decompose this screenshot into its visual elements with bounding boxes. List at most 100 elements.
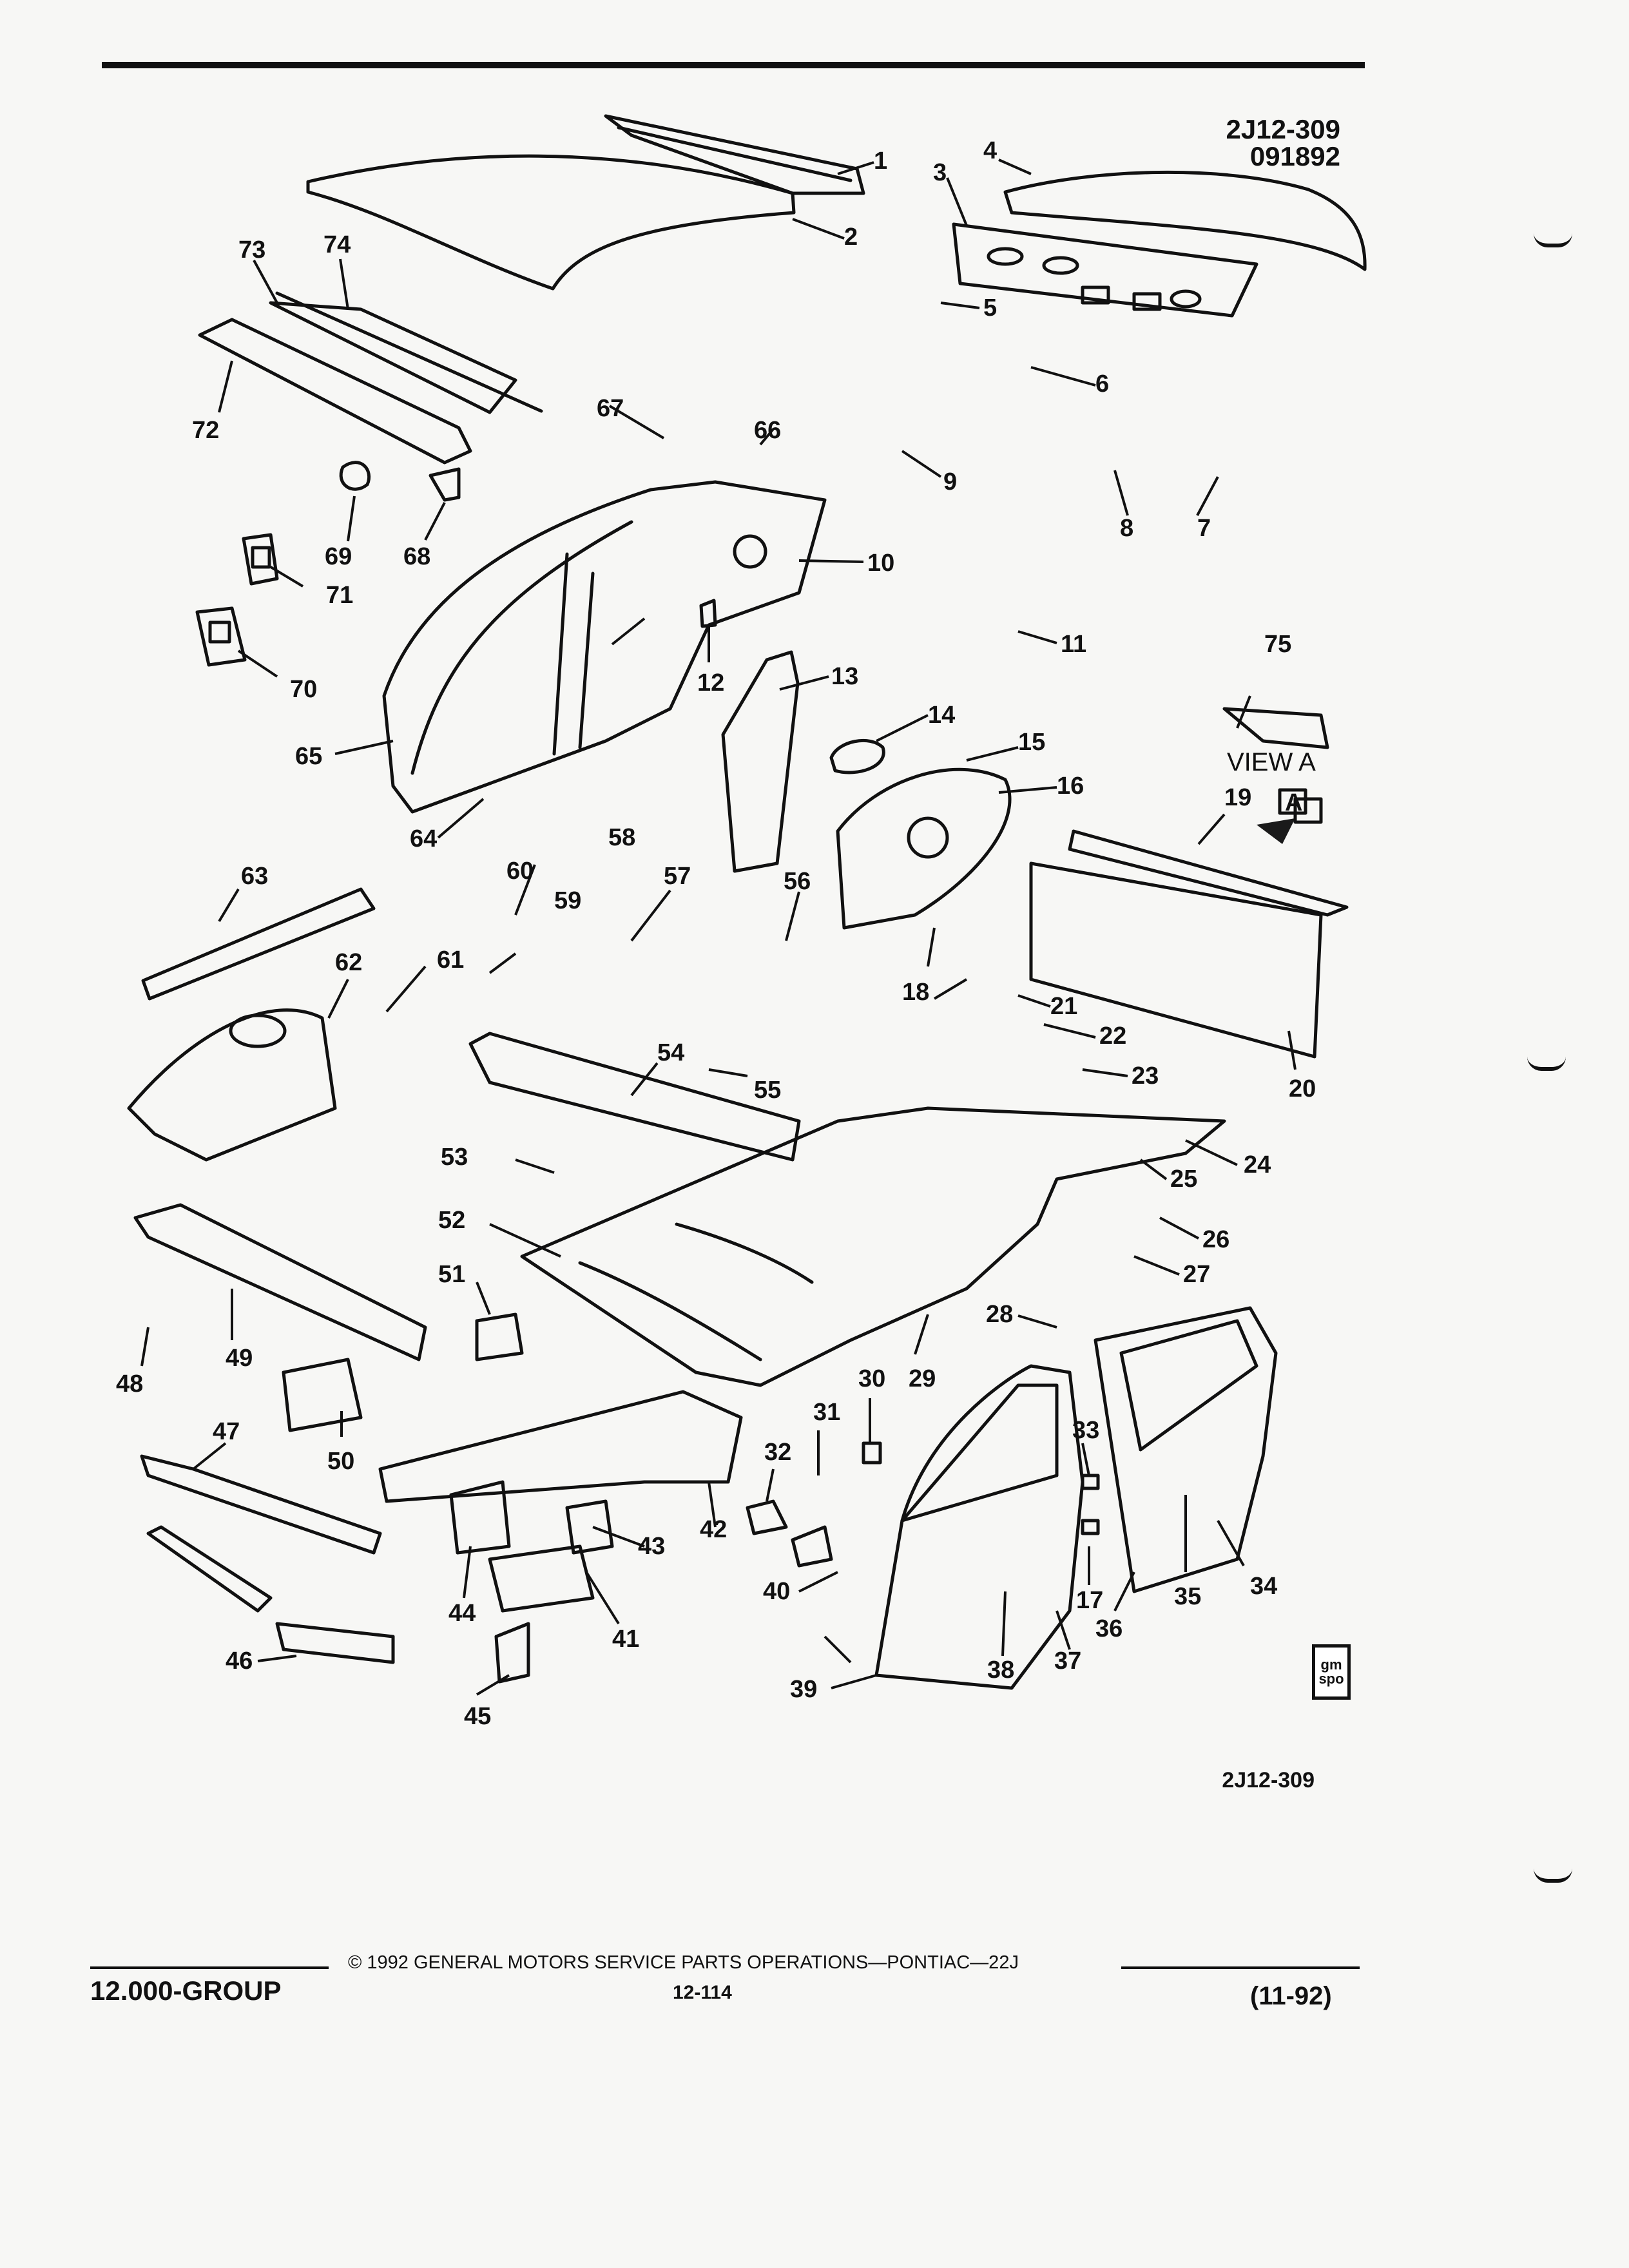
callout-44: 44	[448, 1600, 476, 1627]
view-a-marker: A	[1278, 788, 1307, 816]
callout-45: 45	[464, 1703, 491, 1730]
roof-panel	[306, 114, 865, 291]
footer-rule-left	[90, 1966, 329, 1969]
callout-73: 73	[238, 236, 265, 264]
footer-rule-right	[1121, 1966, 1360, 1969]
front-rail	[133, 1203, 427, 1361]
callout-38: 38	[987, 1657, 1014, 1684]
callout-32: 32	[764, 1439, 791, 1466]
callout-15: 15	[1018, 729, 1045, 756]
callout-57: 57	[664, 863, 691, 890]
rocker-panel	[141, 887, 376, 1001]
callout-41: 41	[612, 1626, 639, 1653]
callout-9: 9	[943, 468, 957, 495]
callout-8: 8	[1120, 515, 1133, 542]
callout-61: 61	[437, 947, 464, 974]
date-code: 091892	[1249, 141, 1340, 171]
callout-30: 30	[858, 1365, 885, 1392]
callout-43: 43	[638, 1533, 665, 1560]
callout-71: 71	[326, 582, 353, 609]
callout-36: 36	[1095, 1615, 1123, 1642]
callout-13: 13	[831, 663, 858, 690]
callout-42: 42	[700, 1516, 727, 1543]
center-pillar	[699, 599, 800, 873]
rear-rail	[378, 1390, 743, 1503]
callout-26: 26	[1202, 1226, 1229, 1253]
misc-small-parts	[282, 1312, 1100, 1684]
rear-end-panel	[1029, 707, 1349, 1059]
callout-48: 48	[116, 1370, 143, 1398]
callout-12: 12	[697, 669, 724, 697]
callout-7: 7	[1197, 515, 1211, 542]
callout-65: 65	[295, 743, 322, 770]
callout-39: 39	[790, 1676, 817, 1703]
callout-47: 47	[213, 1418, 240, 1445]
callout-52: 52	[438, 1207, 465, 1234]
view-a-marker-letter: A	[1285, 789, 1302, 816]
floor-pan	[520, 1106, 1226, 1387]
callout-40: 40	[763, 1578, 790, 1605]
callout-70: 70	[290, 676, 317, 703]
margin-tick	[1527, 1057, 1566, 1071]
callout-37: 37	[1054, 1648, 1081, 1675]
dash-panel	[468, 1032, 801, 1162]
footer-group: 12.000-GROUP	[90, 1975, 282, 2006]
view-a-label: VIEW A	[1227, 748, 1316, 776]
callout-68: 68	[403, 543, 430, 570]
callout-20: 20	[1289, 1075, 1316, 1102]
callout-69: 69	[325, 543, 352, 570]
callout-6: 6	[1095, 370, 1109, 398]
callout-50: 50	[327, 1448, 354, 1475]
front-door	[874, 1364, 1084, 1690]
callout-51: 51	[438, 1261, 465, 1288]
roof-side-rails	[198, 291, 543, 465]
callout-33: 33	[1072, 1417, 1099, 1444]
gm-spo-logo: gm spo	[1312, 1644, 1351, 1700]
callout-29: 29	[909, 1365, 936, 1392]
callout-18: 18	[902, 979, 929, 1006]
callout-72: 72	[192, 417, 219, 444]
leader-lines	[140, 159, 1296, 1696]
small-brackets-left	[195, 461, 461, 667]
rear-door	[1094, 1306, 1278, 1593]
callout-16: 16	[1057, 773, 1084, 800]
callout-27: 27	[1183, 1261, 1210, 1288]
top-rule	[102, 62, 1365, 68]
callout-10: 10	[867, 550, 894, 577]
footer-page-number: 12-114	[673, 1982, 732, 2003]
footer-revision: (11-92)	[1250, 1982, 1332, 2010]
callout-5: 5	[983, 294, 997, 322]
front-wheelhouse	[127, 1008, 337, 1162]
logo-line-2: spo	[1318, 1671, 1344, 1687]
callout-31: 31	[813, 1399, 840, 1426]
deck-lid	[952, 170, 1367, 318]
callout-22: 22	[1099, 1023, 1126, 1050]
callout-63: 63	[241, 863, 268, 890]
callout-14: 14	[928, 702, 955, 729]
callout-75: 75	[1264, 631, 1291, 658]
callout-58: 58	[608, 824, 635, 851]
callout-1: 1	[874, 148, 887, 175]
callout-49: 49	[226, 1345, 253, 1372]
callout-2: 2	[844, 224, 858, 251]
callout-labels: 1 2 3 4 5 6 7 8 9 10 11 12 13 14 15 16 1…	[116, 137, 1316, 1730]
diagram-code: 2J12-309	[1226, 114, 1341, 144]
callout-28: 28	[986, 1301, 1013, 1328]
callout-62: 62	[335, 949, 362, 976]
callout-55: 55	[754, 1077, 781, 1104]
callout-3: 3	[933, 159, 947, 186]
rocker-reinforcements	[140, 1454, 395, 1664]
callout-21: 21	[1050, 993, 1077, 1020]
callout-67: 67	[597, 395, 624, 422]
callout-11: 11	[1061, 631, 1086, 658]
logo-line-1: gm	[1320, 1657, 1342, 1673]
footer-copyright: © 1992 GENERAL MOTORS SERVICE PARTS OPER…	[348, 1952, 1019, 1973]
callout-4: 4	[983, 137, 997, 164]
callout-54: 54	[657, 1039, 684, 1066]
callout-56: 56	[784, 868, 811, 895]
bottom-diagram-code: 2J12-309	[1222, 1768, 1315, 1792]
callout-59: 59	[554, 887, 581, 914]
callout-19: 19	[1224, 784, 1251, 811]
wheelhouse-panel	[829, 738, 1012, 930]
